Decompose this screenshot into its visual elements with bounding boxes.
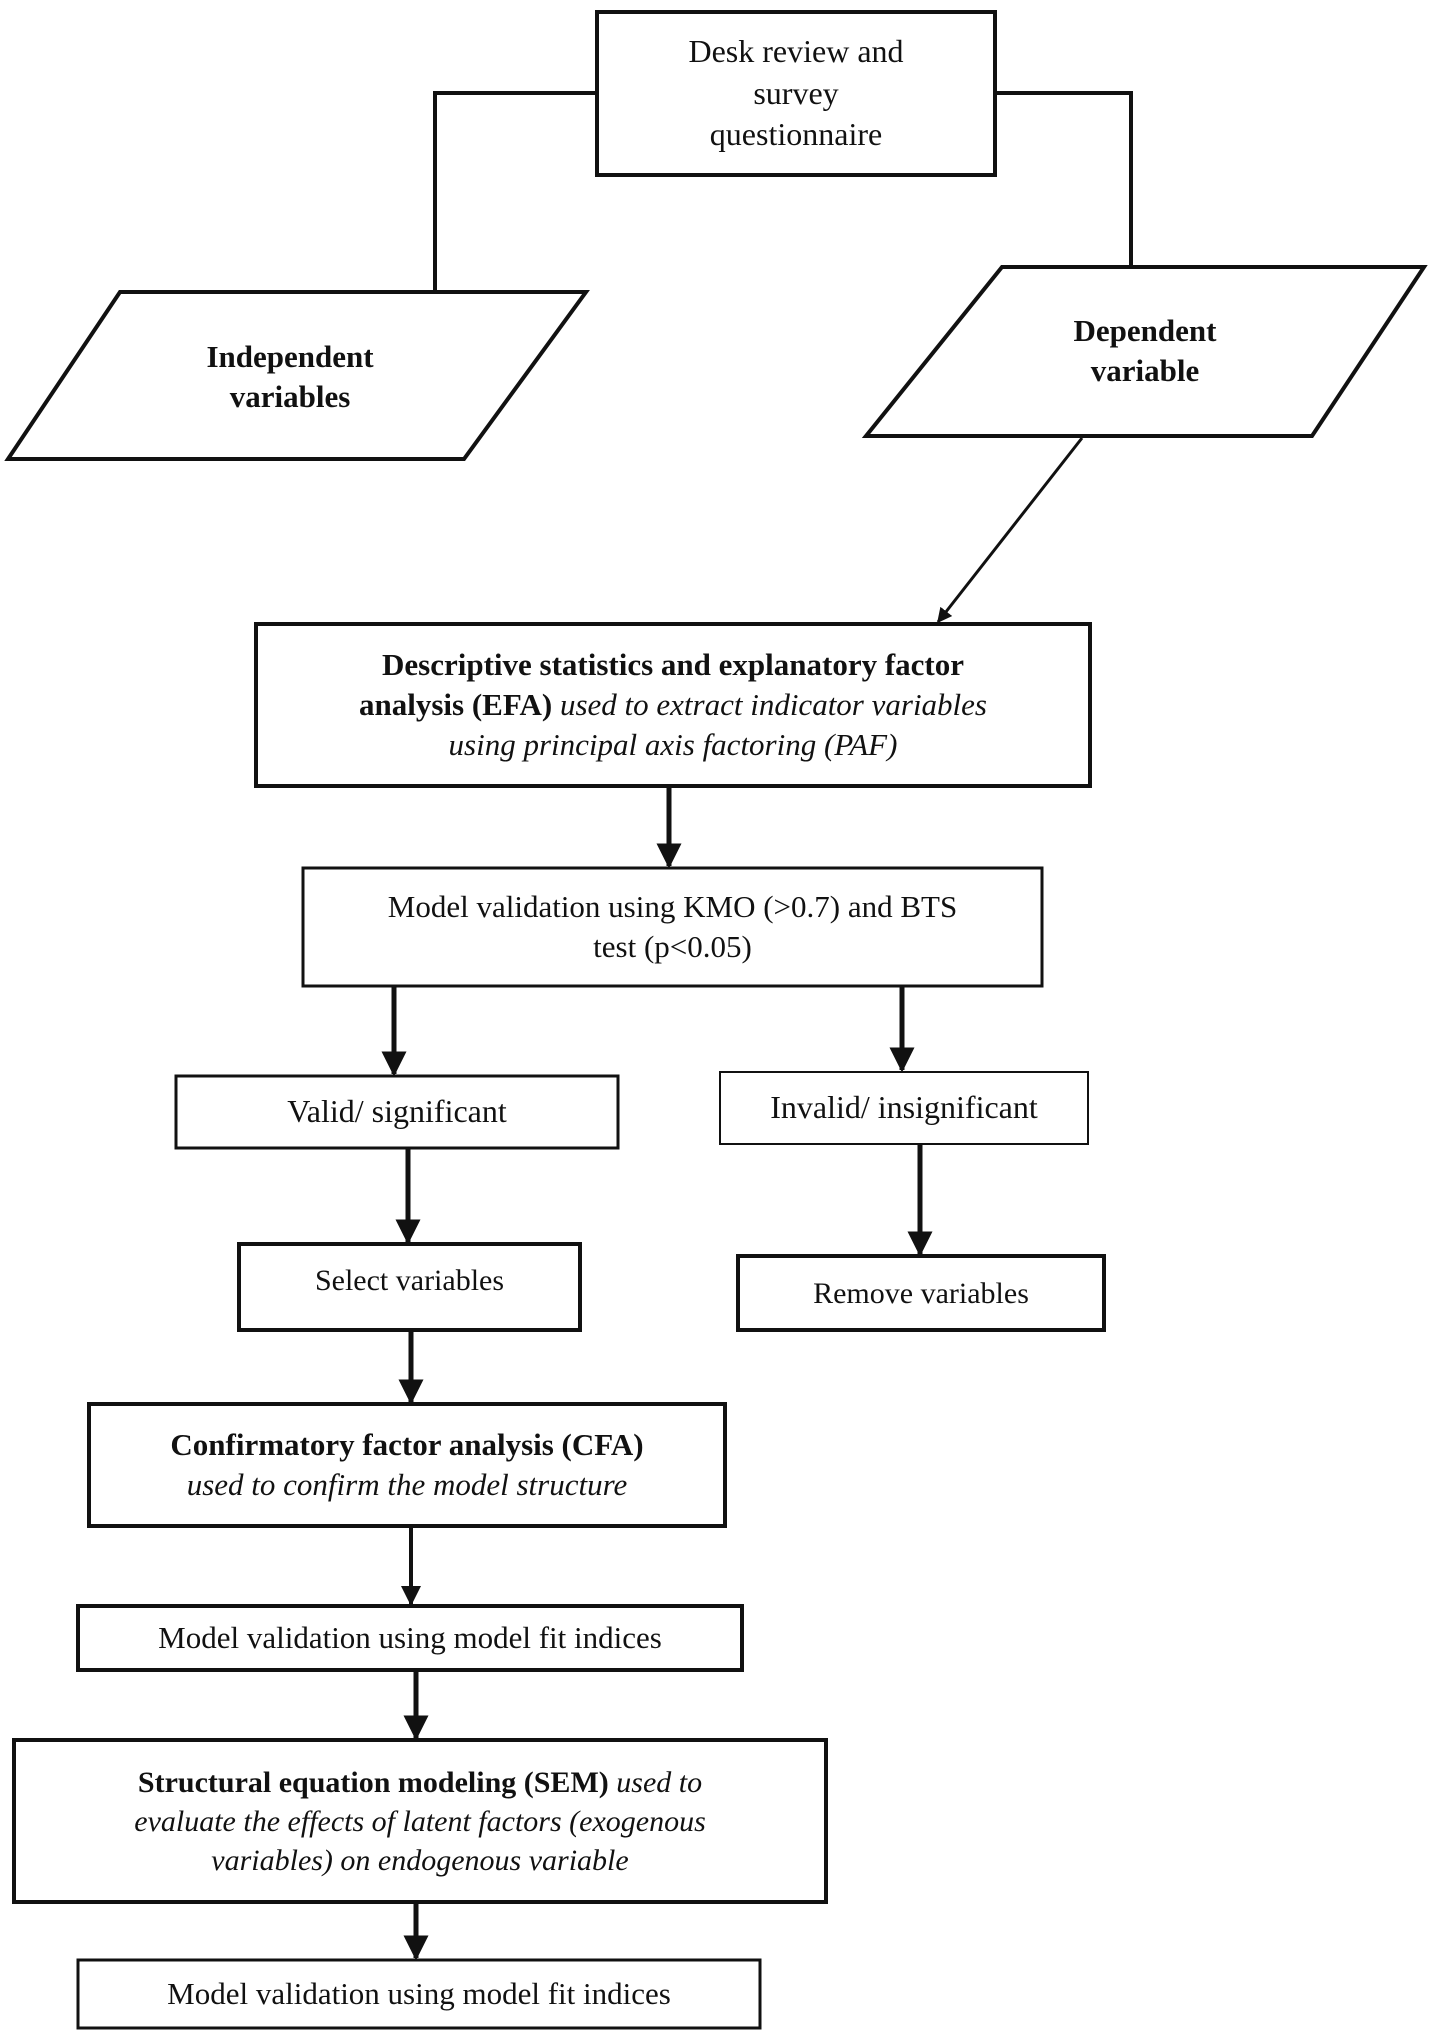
dependent-variable-label: Dependent variable	[1073, 312, 1217, 388]
independent-variables-label: Independent variables	[206, 338, 374, 414]
sem-line-2: evaluate the effects of latent factors (…	[134, 1804, 706, 1838]
efa-box	[254, 622, 1092, 788]
cfa-subtitle: used to confirm the model structure	[186, 1467, 628, 1502]
cfa-title: Confirmatory factor analysis (CFA)	[170, 1426, 644, 1462]
kmo-validation-box	[301, 866, 1044, 988]
efa-line-2: analysis (EFA) used to extract indicator…	[359, 686, 987, 722]
kmo-validation-label: Model validation using KMO (>0.7) and BT…	[387, 888, 958, 964]
invalid-insignificant-box	[719, 1071, 1089, 1145]
connector-desk-to-independent	[433, 91, 597, 292]
select-variables-label: Select variables	[314, 1263, 505, 1297]
cfa-label: Confirmatory factor analysis (CFA) used …	[89, 1404, 725, 1526]
fit-indices-label-1: Model validation using model fit indices	[158, 1619, 662, 1655]
valid-significant-box	[174, 1074, 620, 1150]
fit-indices-label-2: Model validation using model fit indices	[167, 1975, 671, 2011]
desk-review-box	[595, 10, 997, 177]
independent-variables-parallelogram	[4, 290, 590, 461]
cfa-box	[87, 1402, 727, 1528]
sem-line-1: Structural equation modeling (SEM) used …	[137, 1765, 703, 1799]
desk-review-label: Desk review and survey questionnaire	[688, 33, 904, 153]
sem-line-3: variables) on endogenous variable	[211, 1843, 629, 1877]
select-variables-box	[237, 1242, 582, 1332]
fit-indices-box-1	[76, 1604, 744, 1672]
remove-variables-label: Remove variables	[813, 1276, 1029, 1310]
efa-line-1: Descriptive statistics and explanatory f…	[381, 646, 964, 682]
fit-indices-box-2	[76, 1958, 762, 2030]
valid-significant-label: Valid/ significant	[287, 1093, 507, 1130]
efa-line-3: using principal axis factoring (PAF)	[448, 727, 898, 763]
efa-label: Descriptive statistics and explanatory f…	[260, 628, 1086, 782]
dependent-variable-parallelogram	[861, 265, 1428, 438]
arrow-dependent-to-efa	[936, 437, 1084, 624]
remove-variables-box	[736, 1254, 1106, 1332]
invalid-insignificant-label: Invalid/ insignificant	[770, 1089, 1038, 1126]
sem-box	[12, 1738, 828, 1904]
sem-label: Structural equation modeling (SEM) used …	[18, 1744, 822, 1898]
